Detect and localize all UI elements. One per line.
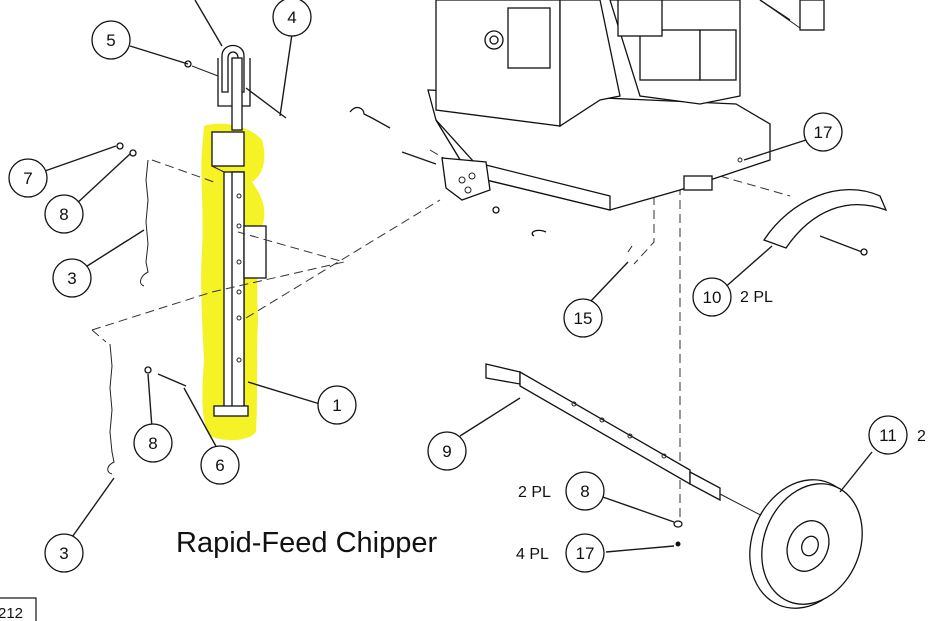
- fender-part: [763, 189, 888, 256]
- callout-1: 1: [317, 385, 357, 425]
- callout-6-label: 6: [215, 456, 224, 475]
- axle-part: [485, 363, 771, 521]
- leader-lines: [41, 0, 873, 553]
- callout-3-lower-label: 3: [59, 544, 68, 563]
- callout-17-upper: 17: [803, 112, 843, 152]
- callout-7: 7: [8, 158, 48, 198]
- bottom-fasteners: [673, 520, 683, 547]
- callout-15: 15: [563, 298, 603, 338]
- callout-7-label: 7: [23, 169, 32, 188]
- callout-3-lower: 3: [44, 533, 84, 573]
- callout-8-upper: 8: [44, 194, 84, 234]
- callout-8-lower: 8 2 PL: [518, 471, 605, 511]
- callout-8-lower-qty: 2 PL: [518, 484, 551, 501]
- callout-4: 4: [272, 0, 312, 37]
- callout-6: 6: [200, 445, 240, 485]
- diagram-title: Rapid-Feed Chipper: [176, 527, 437, 559]
- callout-17-lower: 17 4 PL: [516, 533, 605, 573]
- callout-11-qty: 2: [917, 428, 926, 445]
- safety-chains: [107, 142, 187, 475]
- callout-8-lower-label: 8: [580, 482, 589, 501]
- callout-1-label: 1: [332, 396, 341, 415]
- callout-10-label: 10: [703, 288, 722, 307]
- callout-9-label: 9: [442, 442, 451, 461]
- callout-5-label: 5: [106, 31, 115, 50]
- callout-8-middle-label: 8: [148, 434, 157, 453]
- clevis-bracket: [184, 44, 287, 131]
- callout-8-middle: 8: [133, 423, 173, 463]
- callout-15-label: 15: [574, 309, 593, 328]
- callout-11: 11 2: [868, 415, 926, 455]
- corner-label: 212: [0, 605, 23, 621]
- callout-9: 9: [427, 431, 467, 471]
- callout-4-label: 4: [287, 8, 296, 27]
- corner-label-box: 212: [0, 597, 37, 621]
- jack-stand-part: [211, 131, 267, 417]
- callout-5: 5: [91, 20, 131, 60]
- callout-11-label: 11: [879, 426, 897, 445]
- callout-17-upper-label: 17: [814, 123, 833, 142]
- chipper-frame: [349, 0, 825, 253]
- callout-10-qty: 2 PL: [740, 289, 773, 306]
- callout-10: 10 2 PL: [692, 277, 773, 317]
- callout-17-lower-label: 17: [576, 544, 595, 563]
- callout-8-upper-label: 8: [59, 205, 68, 224]
- wheel-part: [749, 479, 863, 609]
- callout-3-upper: 3: [52, 258, 92, 298]
- callout-17-lower-qty: 4 PL: [516, 546, 549, 563]
- callout-3-upper-label: 3: [67, 269, 76, 288]
